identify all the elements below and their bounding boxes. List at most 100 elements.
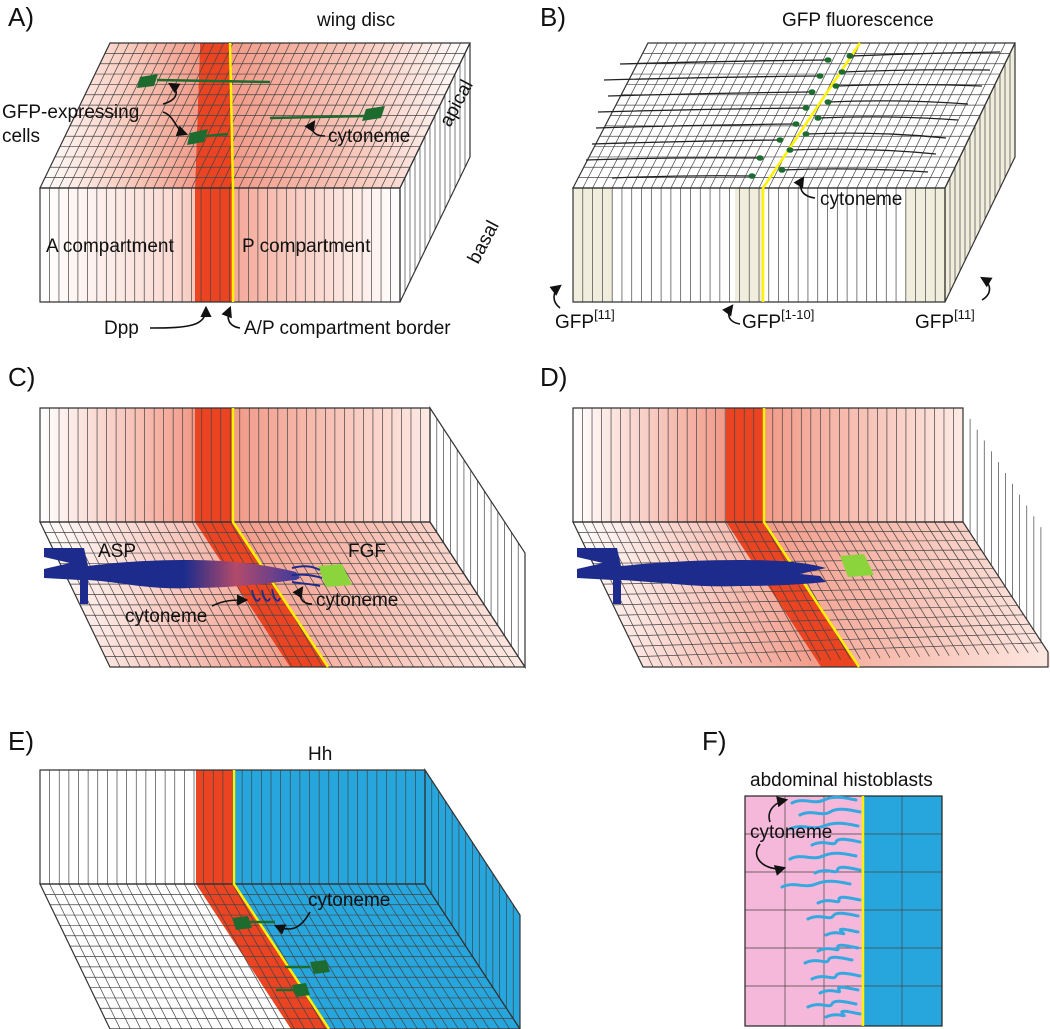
cytoneme-3 (269, 114, 366, 120)
grid-line (622, 614, 1024, 626)
cytoneme-line (781, 168, 929, 173)
arrow (980, 276, 993, 301)
cell-grid (45, 770, 514, 1029)
cytoneme-label-1: cytoneme (125, 606, 207, 627)
gfp-dot (756, 155, 764, 161)
grid-line (607, 586, 1006, 595)
panel-b-letter: B) (540, 2, 566, 32)
grid-line (617, 605, 1018, 616)
side-outline (424, 767, 521, 1029)
gfp11-zone-right (905, 188, 945, 302)
grid-line (632, 633, 1036, 647)
panel-e-title: Hh (308, 744, 332, 765)
arrow (162, 111, 189, 137)
asp-cytonemes-base (251, 588, 281, 602)
bottom-outline (39, 883, 521, 1029)
arrow (722, 304, 741, 325)
a-compartment-front (40, 188, 233, 302)
panel-d-letter: D) (540, 362, 567, 392)
arrow (549, 284, 562, 309)
gfp-dot (802, 105, 810, 111)
cytoneme-line (607, 91, 813, 97)
histoblast-outline (744, 795, 943, 1027)
panel-a-letter: A) (8, 2, 34, 32)
cytoneme-line (619, 59, 829, 65)
cytoneme-label: cytoneme (328, 126, 410, 147)
a-compartment-front (40, 408, 195, 522)
panel-b: B) GFP fluorescence cytoneme GFP[11] GFP… (540, 2, 1016, 333)
ap-border-line (232, 770, 331, 1029)
gfp-cell (232, 916, 252, 930)
cytoneme-squiggle (824, 927, 860, 937)
panel-e-letter: E) (8, 726, 34, 756)
arrow (273, 911, 311, 935)
fgf-cell (840, 554, 874, 577)
panel-a: A) wing disc GFP-expressing cells cytone… (2, 2, 504, 339)
panel-f: F) abdominal histoblasts cytoneme (702, 726, 943, 1027)
fgf-label: FGF (348, 541, 386, 562)
cytoneme-line (591, 139, 781, 145)
cytoneme-squiggle (816, 943, 860, 953)
cytoneme-squiggle (813, 865, 862, 875)
gfp-dot (824, 99, 832, 105)
gfp11-zone-left (573, 188, 613, 302)
cytoneme-lines (585, 51, 1001, 179)
bottom-outline (572, 521, 1049, 668)
cytoneme-label: cytoneme (750, 822, 832, 843)
gfp-cell (292, 983, 310, 997)
arrow (755, 843, 787, 876)
cytoneme-squiggle (790, 795, 858, 805)
cytoneme-squiggle (788, 851, 858, 861)
arrow (292, 586, 313, 605)
panel-b-title: GFP fluorescence (782, 10, 934, 31)
gfp-dot (816, 73, 824, 79)
dpp-stripe-front (196, 770, 234, 884)
gfp-dot (786, 147, 794, 153)
dpp-label: Dpp (104, 318, 139, 339)
gfp-dot (824, 57, 832, 63)
cytoneme-line (835, 83, 983, 87)
ap-border-line (231, 408, 330, 668)
gfp-dot (778, 167, 786, 173)
cell-grid (578, 42, 1011, 302)
grid-line (582, 540, 976, 544)
gfp-dot (808, 89, 816, 95)
dpp-stripe-bottom (726, 522, 859, 667)
cytoneme-line (597, 107, 807, 113)
cytoneme-squiggle (816, 895, 862, 905)
cytoneme-line (841, 69, 991, 73)
gfp11-left-label: GFP[11] (555, 307, 615, 333)
dpp-stripe-front (195, 188, 233, 302)
cell-grid (45, 42, 466, 302)
cytoneme-squiggle (806, 999, 858, 1009)
a-compartment-label: A compartment (46, 236, 174, 257)
panel-f-letter: F) (702, 726, 727, 756)
grid-line (577, 530, 970, 533)
asp-cytonemes-tip (291, 565, 323, 587)
border-label: A/P compartment border (244, 318, 451, 339)
cytoneme-squiggle (818, 985, 860, 995)
panel-e: E) Hh cytoneme (8, 726, 521, 1029)
cytoneme-squiggle (810, 837, 862, 847)
p-compartment-front (233, 188, 400, 302)
cytoneme-line (611, 175, 753, 179)
gfp-cells-label: GFP-expressing (2, 102, 139, 123)
gfp110-label: GFP[1-10] (742, 307, 814, 333)
cytoneme-line (789, 148, 937, 155)
cytoneme-squiggle (810, 971, 862, 981)
cytoneme-line (805, 132, 947, 139)
arrow (793, 176, 816, 199)
asp-body (44, 548, 300, 604)
arrow (304, 120, 326, 137)
gfp-cells-label-2: cells (2, 126, 40, 147)
cytoneme-squiggle (806, 911, 860, 921)
panel-a-title: wing disc (316, 10, 395, 31)
histoblast-blue-region (863, 796, 942, 1026)
side-outline (399, 42, 471, 303)
cytoneme-squiggle (788, 821, 860, 831)
ap-border-line (761, 42, 862, 302)
cytoneme-squiggle (780, 879, 852, 889)
gfp-dot (846, 53, 854, 59)
gfp-dot (792, 121, 800, 127)
